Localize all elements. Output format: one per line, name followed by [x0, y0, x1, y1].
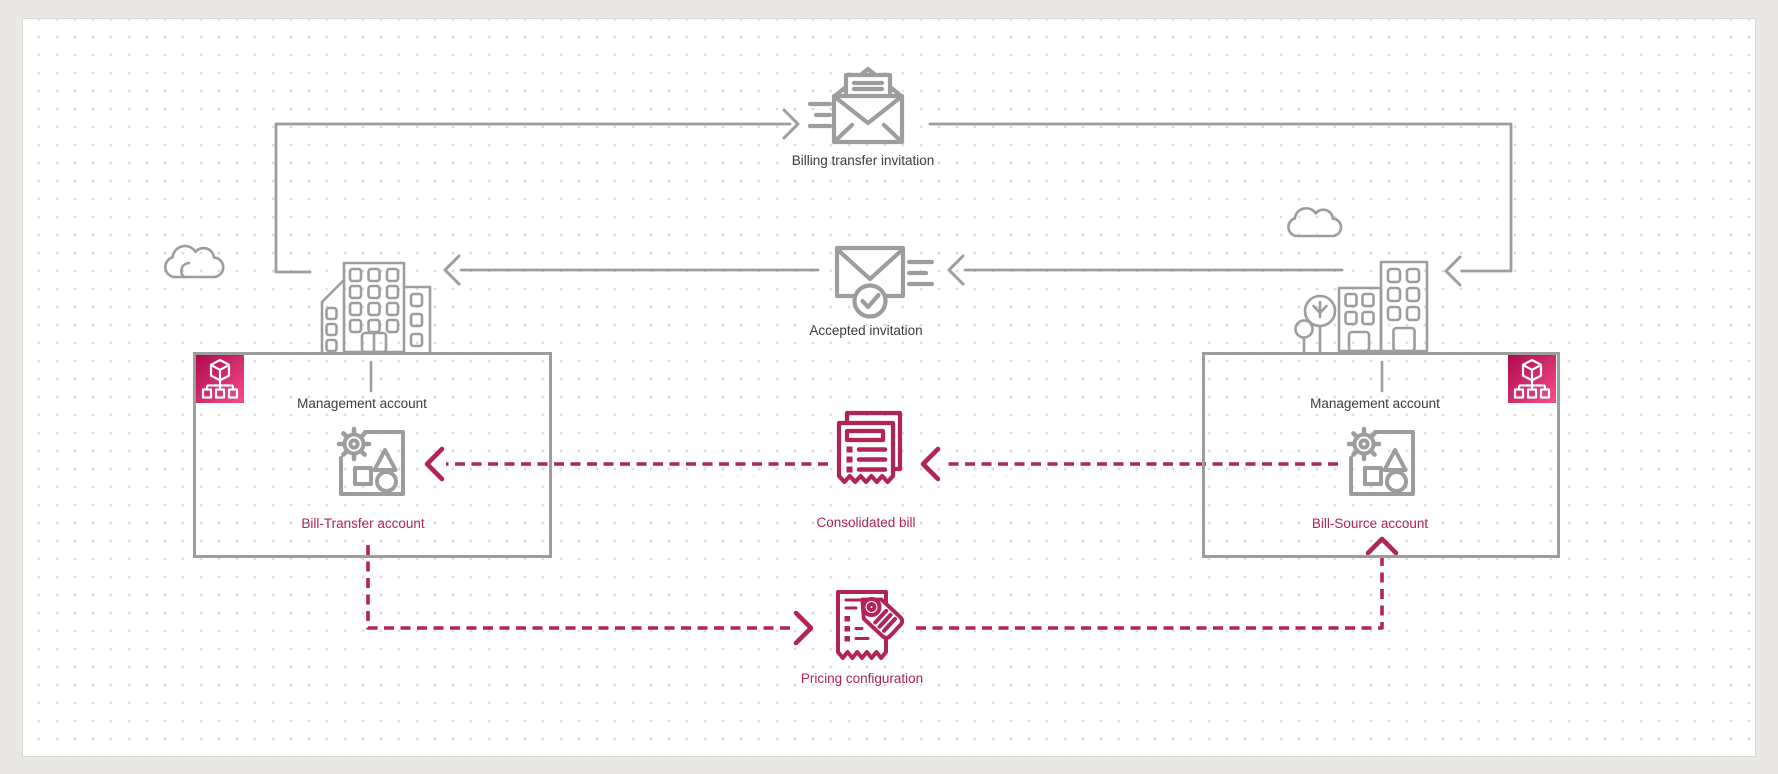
arrowhead-left-icon [947, 254, 965, 286]
right-management-account-box [1202, 352, 1560, 558]
arrowhead-right-icon [793, 610, 814, 646]
envelope-open-letter-icon [807, 66, 905, 145]
billing-transfer-invitation-label: Billing transfer invitation [791, 153, 935, 168]
arrowhead-right-icon [782, 108, 800, 140]
left-management-account-label: Management account [297, 396, 427, 411]
arrowhead-left-icon [443, 254, 461, 286]
arrowhead-left-icon [1444, 255, 1462, 287]
flow-invitation-in-line [928, 122, 1513, 273]
account-resources-icon [336, 426, 405, 496]
aws-organizations-icon [196, 355, 244, 403]
left-management-account-box [193, 352, 552, 558]
accepted-invitation-label: Accepted invitation [809, 323, 923, 338]
arrowhead-left-icon [920, 446, 941, 482]
cloud-icon [163, 244, 225, 279]
flow-pricing-out-line [366, 545, 795, 630]
pricing-tag-receipt-icon [836, 590, 905, 660]
consolidated-bill-label: Consolidated bill [816, 515, 916, 530]
right-management-account-label: Management account [1310, 396, 1440, 411]
pricing-configuration-label: Pricing configuration [800, 671, 924, 686]
account-resources-icon [1346, 426, 1415, 496]
bill-transfer-account-label: Bill-Transfer account [301, 516, 425, 531]
city-buildings-trees-icon [1294, 260, 1429, 353]
arrowhead-up-icon [1365, 536, 1399, 556]
consolidated-bill-receipt-icon [836, 410, 903, 485]
flow-pricing-in-line [916, 557, 1384, 630]
arrowhead-left-icon [424, 446, 445, 482]
aws-organizations-icon [1508, 355, 1556, 403]
envelope-accepted-check-icon [834, 245, 935, 319]
flow-invitation-out-line [274, 122, 792, 274]
bill-source-account-label: Bill-Source account [1311, 516, 1429, 531]
cloud-icon [1287, 206, 1343, 238]
office-building-icon [320, 261, 432, 354]
